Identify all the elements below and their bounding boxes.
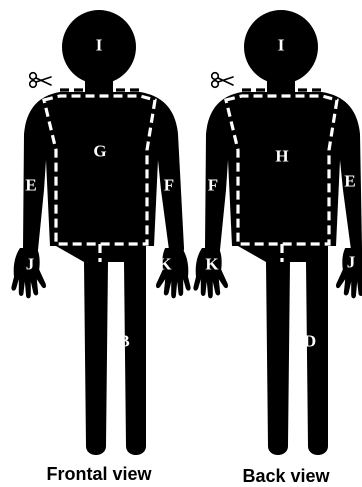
front-scissors-icon [30,73,51,88]
back-label-torso: H [275,147,288,166]
front-label-right-leg: A [69,332,82,351]
front-label-right-arm: E [25,176,36,195]
back-scissors-icon [212,73,233,88]
front-label-head: I [96,36,103,55]
front-view-caption: Frontal view [46,464,152,484]
front-label-left-leg: B [118,332,129,351]
back-label-left-leg: C [251,332,263,351]
front-label-left-arm: F [164,176,174,195]
front-figure: I G E F J K A B Frontal view [11,10,190,484]
back-label-head: I [278,36,285,55]
back-label-left-arm: F [208,176,218,195]
front-label-left-hand: K [158,255,172,274]
back-figure: I H F E K J C D Back view [193,10,362,486]
back-label-left-hand: K [205,255,219,274]
front-label-torso: G [93,142,106,161]
back-label-right-arm: E [344,172,355,191]
back-view-caption: Back view [242,466,330,486]
back-label-right-leg: D [304,332,316,351]
back-label-right-hand: J [347,253,356,272]
front-label-right-hand: J [26,255,35,274]
